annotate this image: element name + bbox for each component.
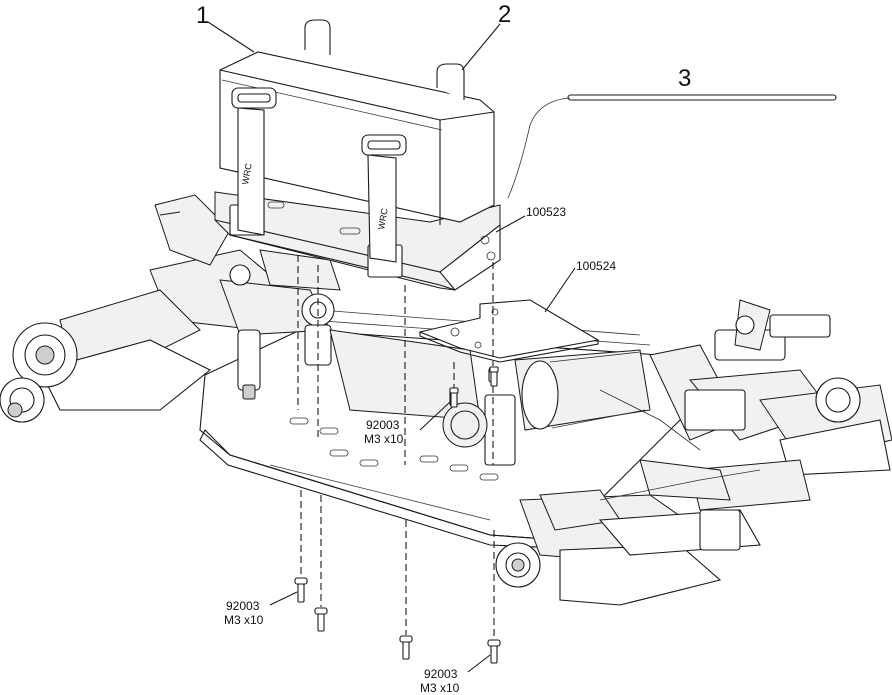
battery-strap-right: WRC <box>361 63 465 263</box>
callout-3: 3 <box>678 65 691 92</box>
screw-label-left-size: M3 x10 <box>224 613 264 627</box>
screw-label-mid-code: 92003 <box>366 418 400 432</box>
callout-1: 1 <box>196 2 209 29</box>
strap-logo-left: WRC <box>240 162 254 185</box>
screw-label-mid-size: M3 x10 <box>364 432 404 446</box>
leader-lines <box>207 21 576 673</box>
screw-label-left-code: 92003 <box>226 599 260 613</box>
screw-lower-2 <box>314 607 328 632</box>
screw-upper-left <box>449 387 459 408</box>
screw-label-right-code: 92003 <box>424 667 458 681</box>
screw-lower-4 <box>487 639 501 664</box>
battery-tray <box>214 191 501 291</box>
callout-2: 2 <box>498 1 511 28</box>
part-label-100524: 100524 <box>576 259 616 273</box>
screw-lower-3 <box>399 635 413 660</box>
chassis <box>0 194 892 606</box>
screw-upper-right <box>489 366 499 387</box>
alignment-lines <box>297 255 495 639</box>
strap-logo-right: WRC <box>376 207 390 230</box>
battery-strap-left: WRC <box>231 19 331 236</box>
screw-label-right-size: M3 x10 <box>420 681 460 695</box>
antenna-tube <box>507 94 837 199</box>
screw-lower-1 <box>294 577 308 603</box>
part-label-100523: 100523 <box>526 205 566 219</box>
screws <box>294 366 501 664</box>
